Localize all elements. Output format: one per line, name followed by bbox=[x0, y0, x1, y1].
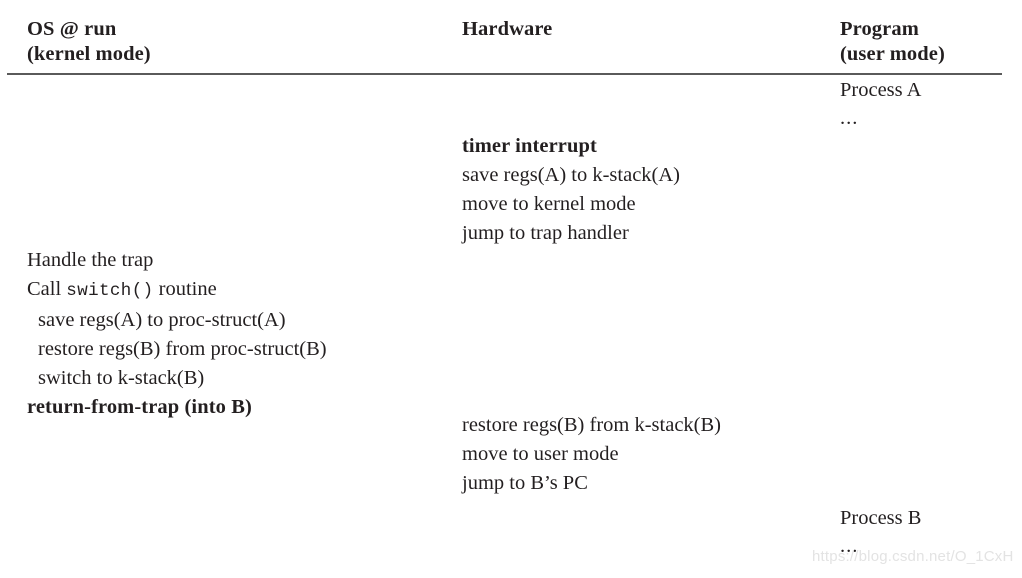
column-header-program: Program (user mode) bbox=[840, 18, 945, 65]
os-call-suffix: routine bbox=[153, 278, 217, 300]
hardware-line-jump-b-pc: jump to B’s PC bbox=[462, 472, 588, 494]
os-block-switch-routine: Handle the trap Call switch() routine sa… bbox=[27, 246, 327, 422]
column-header-hardware: Hardware bbox=[462, 18, 553, 40]
os-line-return-from-trap: return-from-trap (into B) bbox=[27, 396, 252, 418]
process-b-label: Process B bbox=[840, 507, 922, 529]
hardware-line-restore-regs: restore regs(B) from k-stack(B) bbox=[462, 414, 722, 436]
os-line-save-regs: save regs(A) to proc-struct(A) bbox=[38, 309, 286, 331]
hardware-line-timer-interrupt: timer interrupt bbox=[462, 135, 597, 157]
program-block-process-a: Process A ... bbox=[840, 76, 921, 131]
hardware-block-trap-return: restore regs(B) from k-stack(B) move to … bbox=[462, 411, 721, 498]
column-header-os: OS @ run (kernel mode) bbox=[27, 18, 151, 65]
hardware-block-trap-entry: timer interrupt save regs(A) to k-stack(… bbox=[462, 132, 680, 248]
hardware-line-save-regs: save regs(A) to k-stack(A) bbox=[462, 164, 681, 186]
hardware-line-jump-trap-handler: jump to trap handler bbox=[462, 222, 629, 244]
process-b-ellipsis: ... bbox=[840, 535, 859, 557]
process-a-ellipsis: ... bbox=[840, 107, 859, 129]
program-block-process-b: Process B ... bbox=[840, 504, 921, 559]
os-line-call-switch: Call switch() routine bbox=[27, 275, 327, 306]
os-call-prefix: Call bbox=[27, 278, 67, 300]
os-line-handle-trap: Handle the trap bbox=[27, 249, 154, 271]
process-a-label: Process A bbox=[840, 79, 922, 101]
hardware-line-move-kernel-mode: move to kernel mode bbox=[462, 193, 636, 215]
os-call-switch-code: switch() bbox=[66, 281, 154, 301]
header-divider-rule bbox=[7, 73, 1002, 75]
os-line-restore-regs: restore regs(B) from proc-struct(B) bbox=[38, 338, 327, 360]
hardware-line-move-user-mode: move to user mode bbox=[462, 443, 619, 465]
os-line-switch-kstack: switch to k-stack(B) bbox=[38, 367, 205, 389]
